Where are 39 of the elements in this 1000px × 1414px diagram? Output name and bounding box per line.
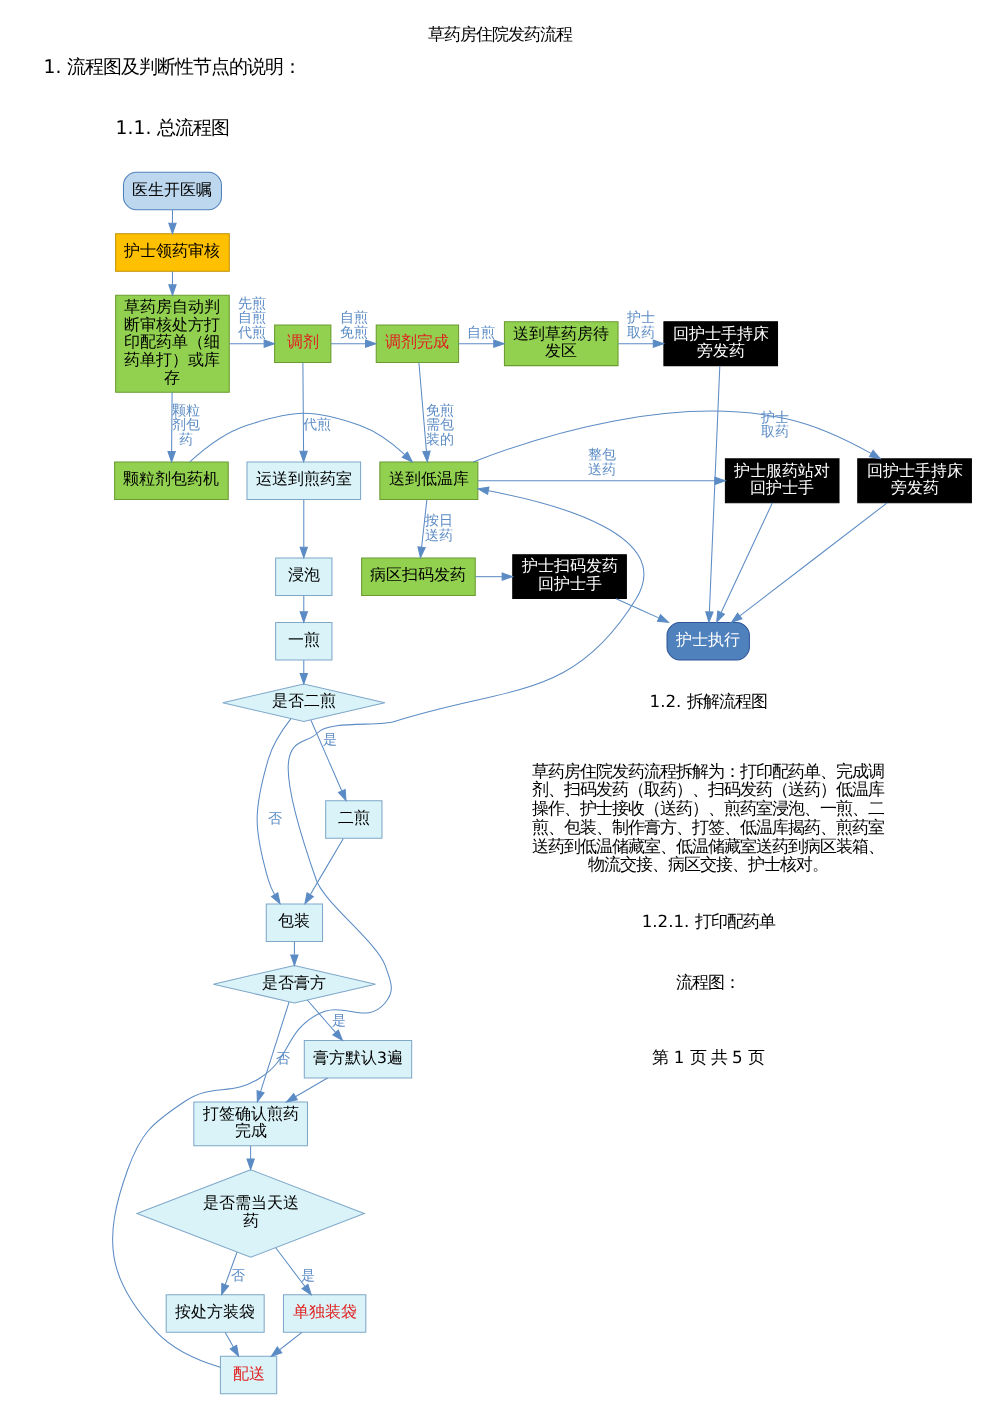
arrow <box>299 498 309 559</box>
arrow <box>299 593 309 623</box>
arrow <box>417 498 428 559</box>
arrow <box>189 411 414 463</box>
arrow <box>229 338 277 348</box>
arrow <box>275 1246 313 1296</box>
arrow <box>458 338 506 348</box>
arrow <box>224 1330 240 1357</box>
arrow <box>617 338 666 348</box>
arrow <box>299 658 309 685</box>
arrow <box>221 1250 238 1296</box>
arrow <box>256 1000 290 1103</box>
arrow <box>285 1076 329 1102</box>
arrow <box>716 501 773 623</box>
arrow <box>304 837 344 905</box>
arrow <box>330 338 378 348</box>
arrow <box>615 597 670 622</box>
diagram-title: 草药房住院发药流程 <box>428 22 572 43</box>
arrow <box>256 717 292 904</box>
arrow <box>270 1330 303 1357</box>
arrow <box>472 409 882 462</box>
arrow <box>299 361 308 463</box>
label: 1.1. 总流程图 <box>115 117 230 140</box>
label: 第 1 页 共 5 页 <box>652 1046 765 1067</box>
arrow <box>474 571 515 581</box>
arrow <box>705 364 721 623</box>
arrow <box>418 361 431 463</box>
label: 1. 流程图及判断性节点的说明： <box>43 55 302 78</box>
arrow <box>306 998 344 1041</box>
arrow <box>730 501 888 623</box>
arrow <box>167 390 176 463</box>
arrow <box>310 718 347 802</box>
arrow <box>112 485 645 1367</box>
label: 流程图： <box>676 971 741 992</box>
label: 草药房住院发药流程拆解为：打印配药单、完成调剂、扫码发药（取药）、扫码发药（送药）低温库操作、护士接收（送药）、煎药室浸泡、一煎、二煎、包装、制作膏方、打签、低温库揭药、煎药室送药到低温储藏室、低温储藏室送药到病区装箱、物流交接、病区交接、护士核对。 <box>532 759 885 874</box>
label: 1.2.1. 打印配药单 <box>641 909 775 930</box>
label: 1.2. 拆解流程图 <box>649 689 767 710</box>
arrow <box>168 208 177 235</box>
arrow <box>246 1144 255 1171</box>
